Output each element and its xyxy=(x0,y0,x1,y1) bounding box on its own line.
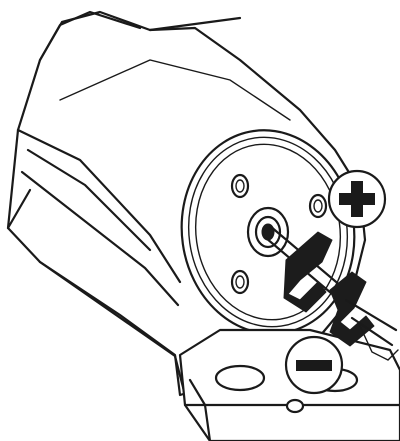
negative-sign-icon: − xyxy=(286,337,342,393)
terminal-block xyxy=(180,330,400,441)
positive-sign-icon: + xyxy=(329,171,385,227)
